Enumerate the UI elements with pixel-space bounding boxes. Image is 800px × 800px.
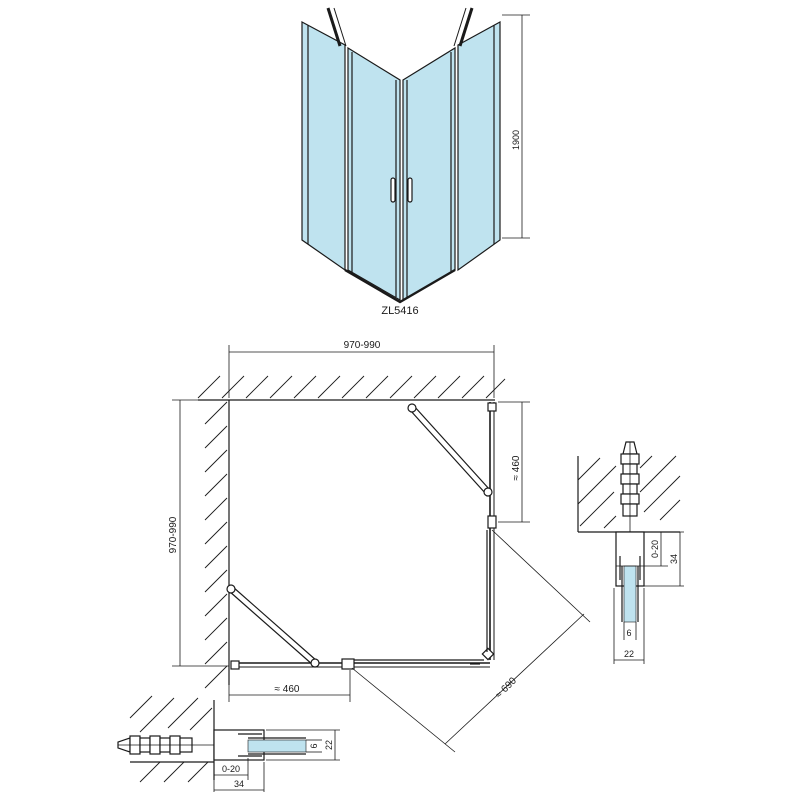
isometric-view: 1900 ZL5416 [301, 7, 530, 317]
right-profile-depth: 34 [669, 554, 679, 564]
glass-panel [623, 565, 637, 623]
bottom-profile-width: 22 [324, 740, 334, 750]
bottom-glass-thickness: 6 [309, 743, 319, 748]
top-wall-hatch [197, 375, 506, 401]
right-profile-detail: 0-20 34 6 22 [577, 441, 684, 664]
left-wall-hatch [204, 400, 230, 689]
top-width-dimension: 970-990 [344, 340, 381, 351]
bottom-door-dimension: ≈ 460 [275, 684, 300, 695]
left-door-panel [347, 46, 401, 302]
right-adjust-dimension: 0-20 [650, 540, 660, 558]
height-dimension: 1900 [511, 130, 521, 150]
plan-view: 970-990 970-990 ≈ 460 ≈ 460 ≈ 690 [168, 340, 591, 753]
right-fixed-panel [457, 20, 501, 272]
right-profile-width: 22 [624, 649, 634, 659]
corner-joint [481, 647, 495, 661]
right-door-handle [407, 177, 413, 203]
right-door-hinge [487, 515, 497, 529]
glass-panel-bottom [247, 739, 307, 753]
product-code: ZL5416 [381, 305, 418, 317]
diagonal-dimension: ≈ 690 [494, 675, 520, 701]
right-door-panel [402, 46, 456, 302]
bottom-door-hinge [341, 658, 355, 670]
bottom-wall-hinge [230, 660, 240, 670]
bottom-adjust-dimension: 0-20 [222, 764, 240, 774]
left-door-handle [390, 177, 396, 203]
bottom-profile-depth: 34 [234, 779, 244, 789]
right-door-dimension: ≈ 460 [511, 455, 522, 480]
right-wall-hinge [487, 402, 497, 412]
right-glass-thickness: 6 [626, 628, 631, 638]
bottom-profile-detail: 6 22 0-20 34 [117, 695, 340, 792]
left-depth-dimension: 970-990 [168, 516, 179, 553]
